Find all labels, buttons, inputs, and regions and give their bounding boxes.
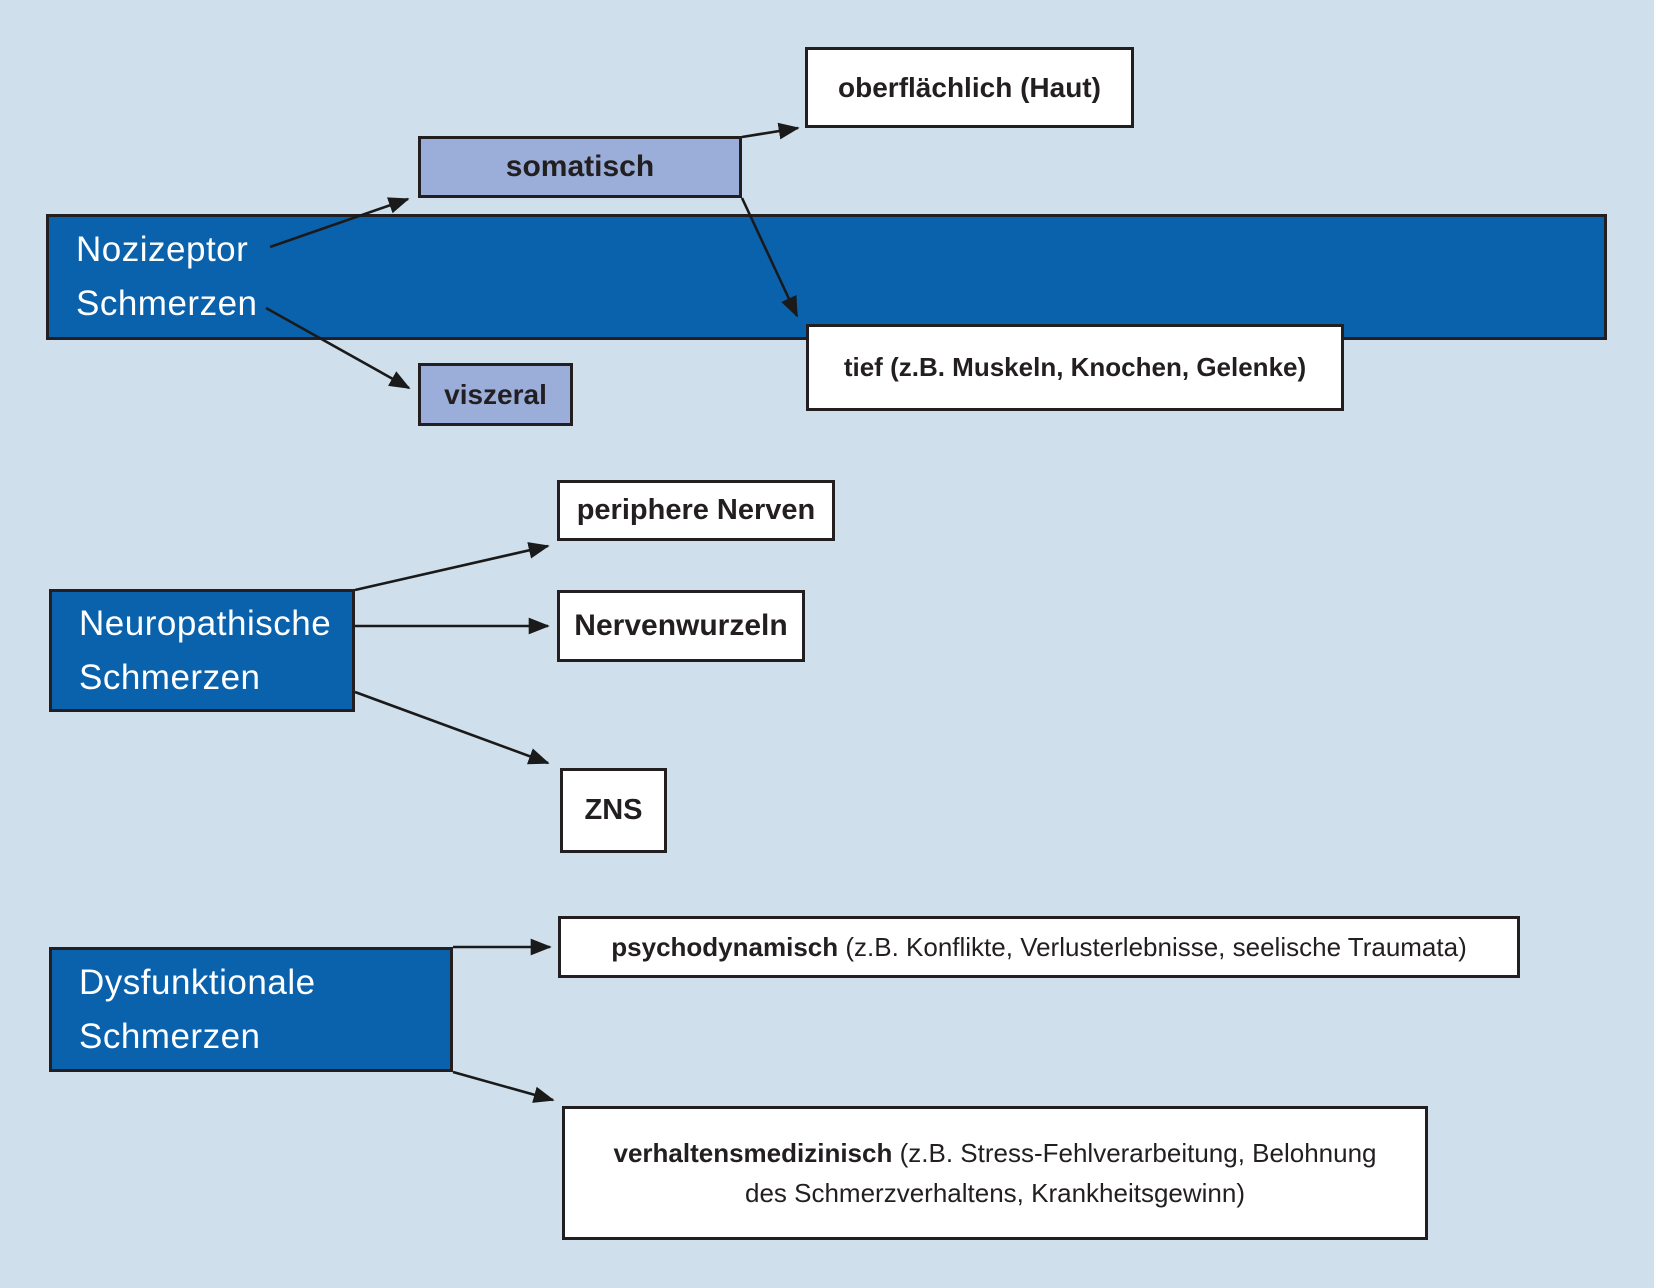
node-viszeral: viszeral xyxy=(418,363,573,426)
node-tief: tief (z.B. Muskeln, Knochen, Gelenke) xyxy=(806,324,1344,411)
node-label-bold: psychodynamisch xyxy=(611,931,839,962)
node-label-line: Schmerzen xyxy=(76,284,258,323)
node-zns: ZNS xyxy=(560,768,667,853)
node-label-line: Schmerzen xyxy=(79,1016,261,1056)
node-label: somatisch xyxy=(505,150,655,183)
node-somatisch: somatisch xyxy=(418,136,742,198)
node-label: ZNS xyxy=(584,794,643,826)
node-nervenwurzeln: Nervenwurzeln xyxy=(557,590,805,662)
arrow-neuropathisch-to-periphere-nerven xyxy=(354,542,550,592)
node-label: tief (z.B. Muskeln, Knochen, Gelenke) xyxy=(843,352,1307,382)
node-periphere-nerven: periphere Nerven xyxy=(557,480,835,541)
node-label: periphere Nerven xyxy=(576,494,816,526)
node-neuropathische-schmerzen: Neuropathische Schmerzen xyxy=(49,589,355,712)
arrow-dysfunktional-to-verhaltensmedizinisch xyxy=(452,1070,555,1103)
node-label-line: des Schmerzverhaltens, Krankheitsgewinn) xyxy=(744,1178,1246,1208)
node-label-line: Schmerzen xyxy=(79,657,261,697)
node-label-line: Dysfunktionale xyxy=(79,962,316,1002)
node-label-bold: verhaltensmedizinisch xyxy=(613,1138,893,1168)
arrow-neuropathisch-to-zns xyxy=(354,690,550,765)
node-oberflaechlich-haut: oberflächlich (Haut) xyxy=(805,47,1134,128)
node-verhaltensmedizinisch: verhaltensmedizinisch (z.B. Stress-Fehlv… xyxy=(562,1106,1428,1240)
node-label-rest: (z.B. Konflikte, Verlusterlebnisse, seel… xyxy=(838,931,1467,962)
node-label-line: Nozizeptor xyxy=(76,230,249,269)
node-label: oberflächlich (Haut) xyxy=(838,71,1101,103)
node-dysfunktionale-schmerzen: Dysfunktionale Schmerzen xyxy=(49,947,453,1072)
node-label-line: verhaltensmedizinisch (z.B. Stress-Fehlv… xyxy=(613,1133,1376,1173)
node-label-rest: (z.B. Stress-Fehlverarbeitung, Belohnung xyxy=(892,1138,1377,1168)
node-label: psychodynamisch (z.B. Konflikte, Verlust… xyxy=(611,932,1466,963)
node-nozizeptor-schmerzen: Nozizeptor Schmerzen xyxy=(46,214,1607,340)
node-label: Nervenwurzeln xyxy=(574,609,788,642)
node-label-line: Neuropathische xyxy=(79,603,332,643)
node-psychodynamisch: psychodynamisch (z.B. Konflikte, Verlust… xyxy=(558,916,1520,978)
node-label: viszeral xyxy=(444,378,547,410)
arrow-somatisch-to-oberflaechlich xyxy=(741,122,800,140)
